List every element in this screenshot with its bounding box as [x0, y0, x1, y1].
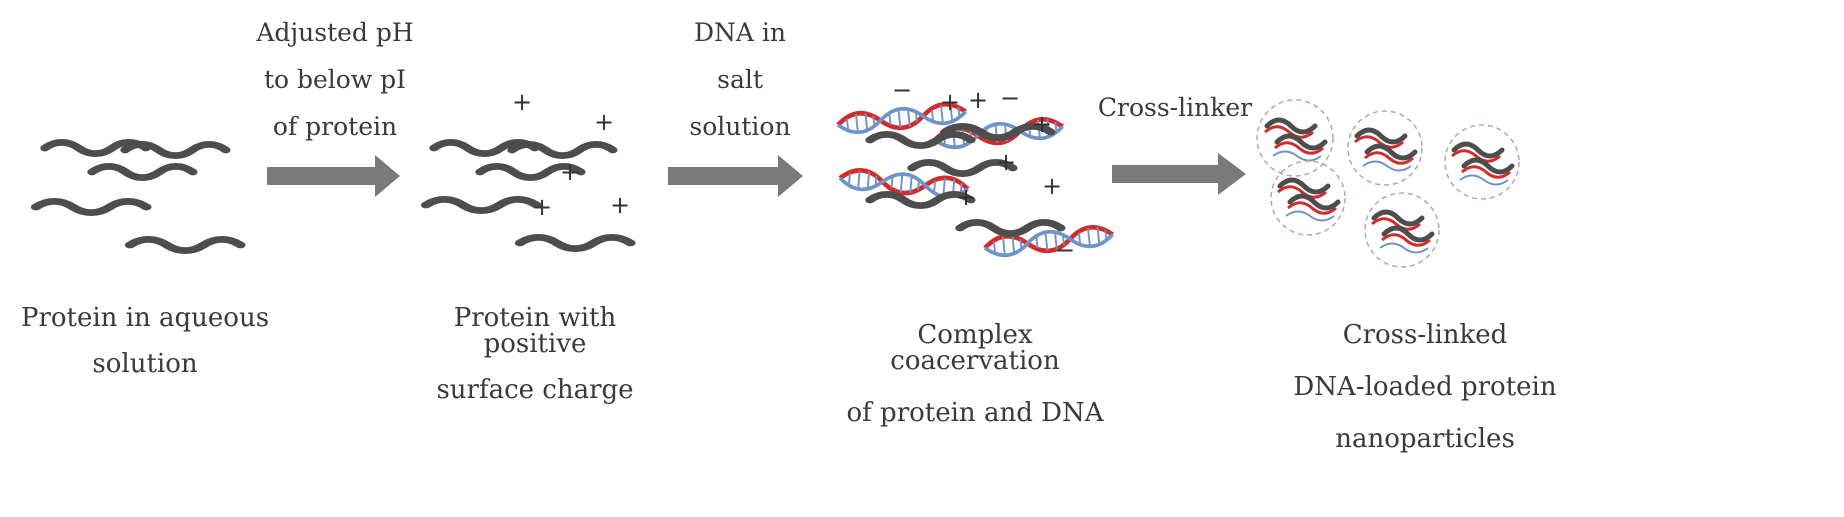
nanoparticle [1270, 160, 1346, 236]
stage-2-charges: + + + + + [512, 88, 630, 221]
arrow-1-label-line-2: to below pI [263, 65, 407, 94]
nanoparticle [1256, 99, 1334, 177]
positive-charge: + [968, 86, 988, 114]
arrow-2-label-line-2: salt [717, 65, 763, 94]
negative-charge: − [1055, 236, 1075, 264]
arrow-3-label-line-1: Cross-linker [1097, 93, 1253, 122]
nanoparticle [1347, 110, 1423, 186]
positive-charge: + [996, 148, 1016, 176]
protein-strand [130, 239, 240, 250]
stage-4-caption: Cross-linked DNA-loaded protein nanopart… [1290, 322, 1560, 452]
stage-2-proteins [426, 142, 630, 248]
protein-strand [520, 237, 630, 248]
positive-charge: + [560, 158, 580, 186]
negative-charge: − [1000, 84, 1020, 112]
arrow-1-label-line-1: Adjusted pH [256, 18, 414, 47]
protein-strand [426, 199, 536, 210]
stage-2-caption-line-2: surface charge [436, 375, 634, 405]
stage-1-proteins [36, 142, 240, 250]
protein-strand [870, 134, 971, 145]
stage-3-caption-line-2: of protein and DNA [846, 398, 1104, 428]
protein-strand [512, 144, 613, 155]
stage-1-caption-line-1: Protein in aqueous [20, 303, 270, 333]
stage-4-caption-line-2: DNA-loaded protein [1293, 372, 1557, 402]
positive-charge: + [940, 88, 960, 116]
protein-strand [125, 144, 226, 155]
stage-1-caption: Protein in aqueous solution [20, 305, 270, 377]
positive-charge: + [1042, 172, 1062, 200]
arrow-1-label: Adjusted pH to below pI of protein [250, 20, 420, 139]
stage-2-caption: Protein with positive surface charge [400, 305, 670, 403]
arrow-2 [668, 155, 803, 197]
arrow-3-label: Cross-linker [1095, 95, 1255, 120]
positive-charge: + [532, 193, 552, 221]
stage-4-caption-line-1: Cross-linked [1342, 320, 1508, 350]
nanoparticle [1444, 124, 1520, 200]
positive-charge: + [956, 183, 976, 211]
arrow-1 [267, 155, 400, 197]
positive-charge: + [1032, 110, 1052, 138]
stage-1-caption-line-2: solution [92, 349, 198, 379]
stage-3-caption: Complex coacervation of protein and DNA [830, 322, 1120, 426]
stage-2-caption-line-1: Protein with positive [453, 303, 617, 359]
arrow-2-label-line-1: DNA in [693, 18, 787, 47]
nanoparticle [1364, 192, 1440, 268]
positive-charge: + [594, 108, 614, 136]
stage-3-coacervate: − − − + + + + + + [837, 76, 1114, 264]
arrow-1-label-line-3: of protein [272, 112, 398, 141]
arrow-2-label-line-3: solution [689, 112, 791, 141]
arrow-3 [1112, 153, 1246, 195]
stage-3-caption-line-1: Complex coacervation [890, 320, 1060, 376]
protein-strand [36, 201, 146, 212]
positive-charge: + [512, 88, 532, 116]
stage-4-nanoparticles [1256, 99, 1520, 268]
positive-charge: + [610, 191, 630, 219]
stage-4-caption-line-3: nanoparticles [1335, 424, 1515, 454]
protein-strand [92, 166, 193, 177]
arrow-2-label: DNA in salt solution [660, 20, 820, 139]
negative-charge: − [892, 76, 912, 104]
